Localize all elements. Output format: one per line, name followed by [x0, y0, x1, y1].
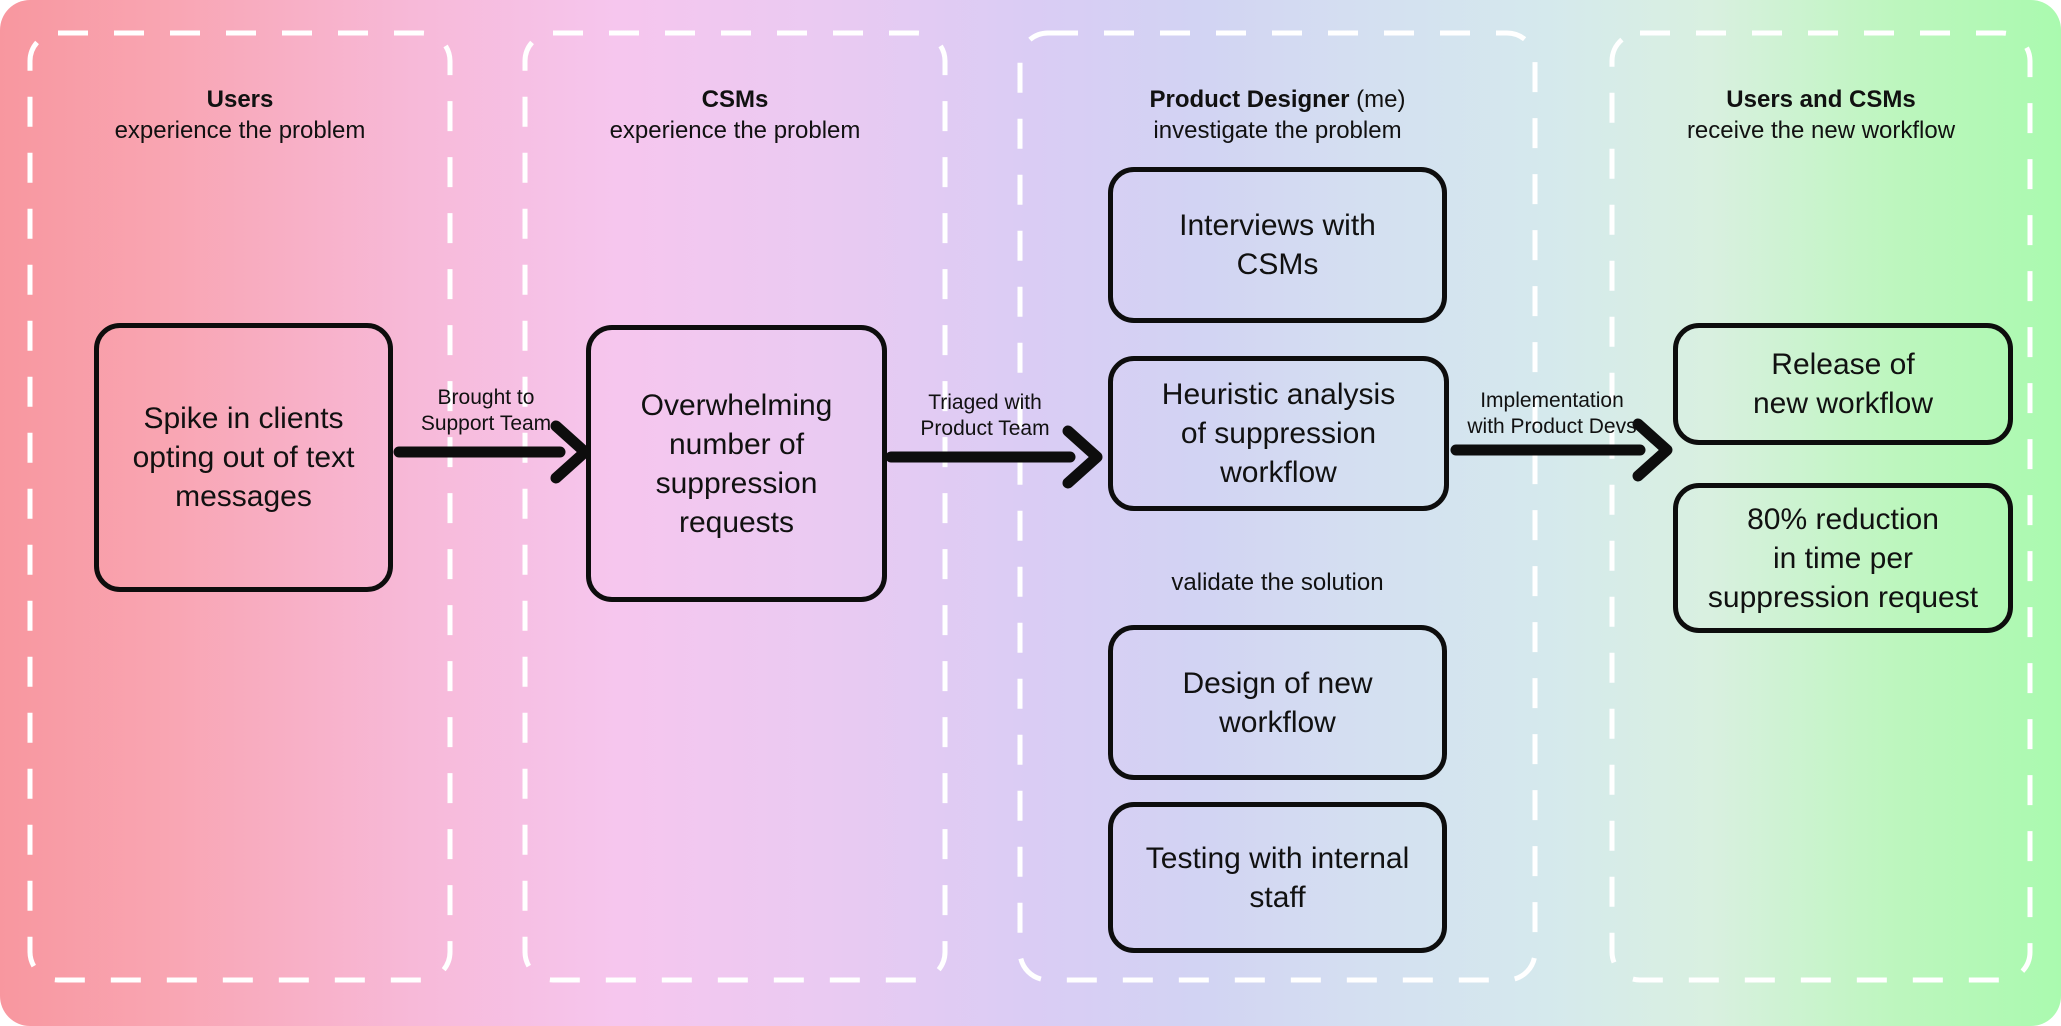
- box-overwhelming-requests: Overwhelming number of suppression reque…: [586, 325, 887, 602]
- box-spike-in-clients: Spike in clients opting out of text mess…: [94, 323, 393, 592]
- box-heuristic-analysis: Heuristic analysis of suppression workfl…: [1108, 356, 1449, 511]
- arrow-implementation-with-product-devs: [1450, 418, 1673, 482]
- column-subtitle: experience the problem: [609, 117, 861, 144]
- box-80-percent-reduction: 80% reduction in time per suppression re…: [1673, 483, 2013, 633]
- column-subtitle: investigate the problem: [1153, 117, 1402, 144]
- column-header-users: Users experience the problem: [30, 84, 450, 146]
- column-region-product-designer: [1017, 30, 1538, 983]
- column-title: CSMs: [701, 86, 769, 113]
- arrow-triaged-with-product-team: [885, 425, 1103, 489]
- box-testing-internal-staff: Testing with internal staff: [1108, 802, 1447, 953]
- column-subtitle: receive the new workflow: [1686, 117, 1956, 144]
- column-header-csms: CSMs experience the problem: [525, 84, 945, 146]
- column-subtitle: experience the problem: [114, 117, 366, 144]
- column-region-csms: [522, 30, 948, 983]
- column-title: Users and CSMs: [1726, 86, 1916, 113]
- column-region-users-and-csms: [1609, 30, 2033, 983]
- column-region-users: [27, 30, 453, 983]
- column-header-users-and-csms: Users and CSMs receive the new workflow: [1612, 84, 2030, 146]
- box-release-new-workflow: Release of new workflow: [1673, 323, 2013, 445]
- arrow-brought-to-support-team: [393, 420, 591, 484]
- arrow-label-implementation-product-devs: Implementation with Product Devs: [1467, 389, 1637, 438]
- box-design-of-new-workflow: Design of new workflow: [1108, 625, 1447, 780]
- validate-section-label: validate the solution: [1171, 569, 1384, 596]
- arrow-label-triaged-with-product-team: Triaged with Product Team: [920, 391, 1050, 440]
- arrow-label-brought-to-support-team: Brought to Support Team: [420, 386, 552, 435]
- column-title: Product Designer: [1149, 86, 1350, 113]
- column-header-product-designer: Product Designer (me) investigate the pr…: [1020, 84, 1535, 146]
- column-title: Users: [206, 86, 274, 113]
- box-interviews-with-csms: Interviews with CSMs: [1108, 167, 1447, 323]
